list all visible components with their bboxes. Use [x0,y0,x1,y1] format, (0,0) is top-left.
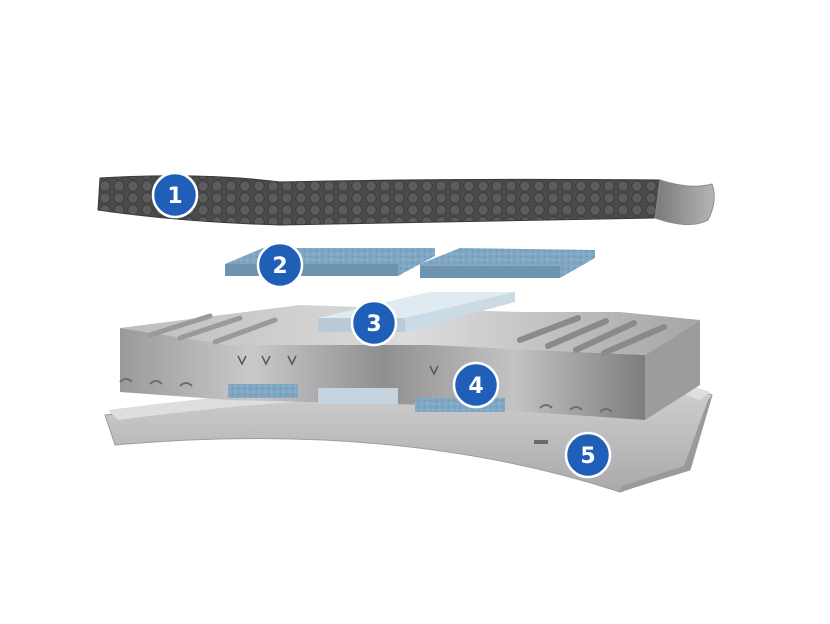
marker-3: 3 [350,299,398,347]
marker-2-label: 2 [272,254,287,279]
marker-2: 2 [256,241,304,289]
layer-1-top-cover [97,175,715,226]
marker-4: 4 [452,361,500,409]
marker-1: 1 [151,171,199,219]
layer-4-core-foam [119,305,700,420]
marker-5-label: 5 [580,444,595,469]
marker-5: 5 [564,431,612,479]
marker-4-label: 4 [468,374,483,399]
brand-tag [534,440,548,444]
marker-3-label: 3 [366,312,381,337]
marker-1-label: 1 [167,184,182,209]
